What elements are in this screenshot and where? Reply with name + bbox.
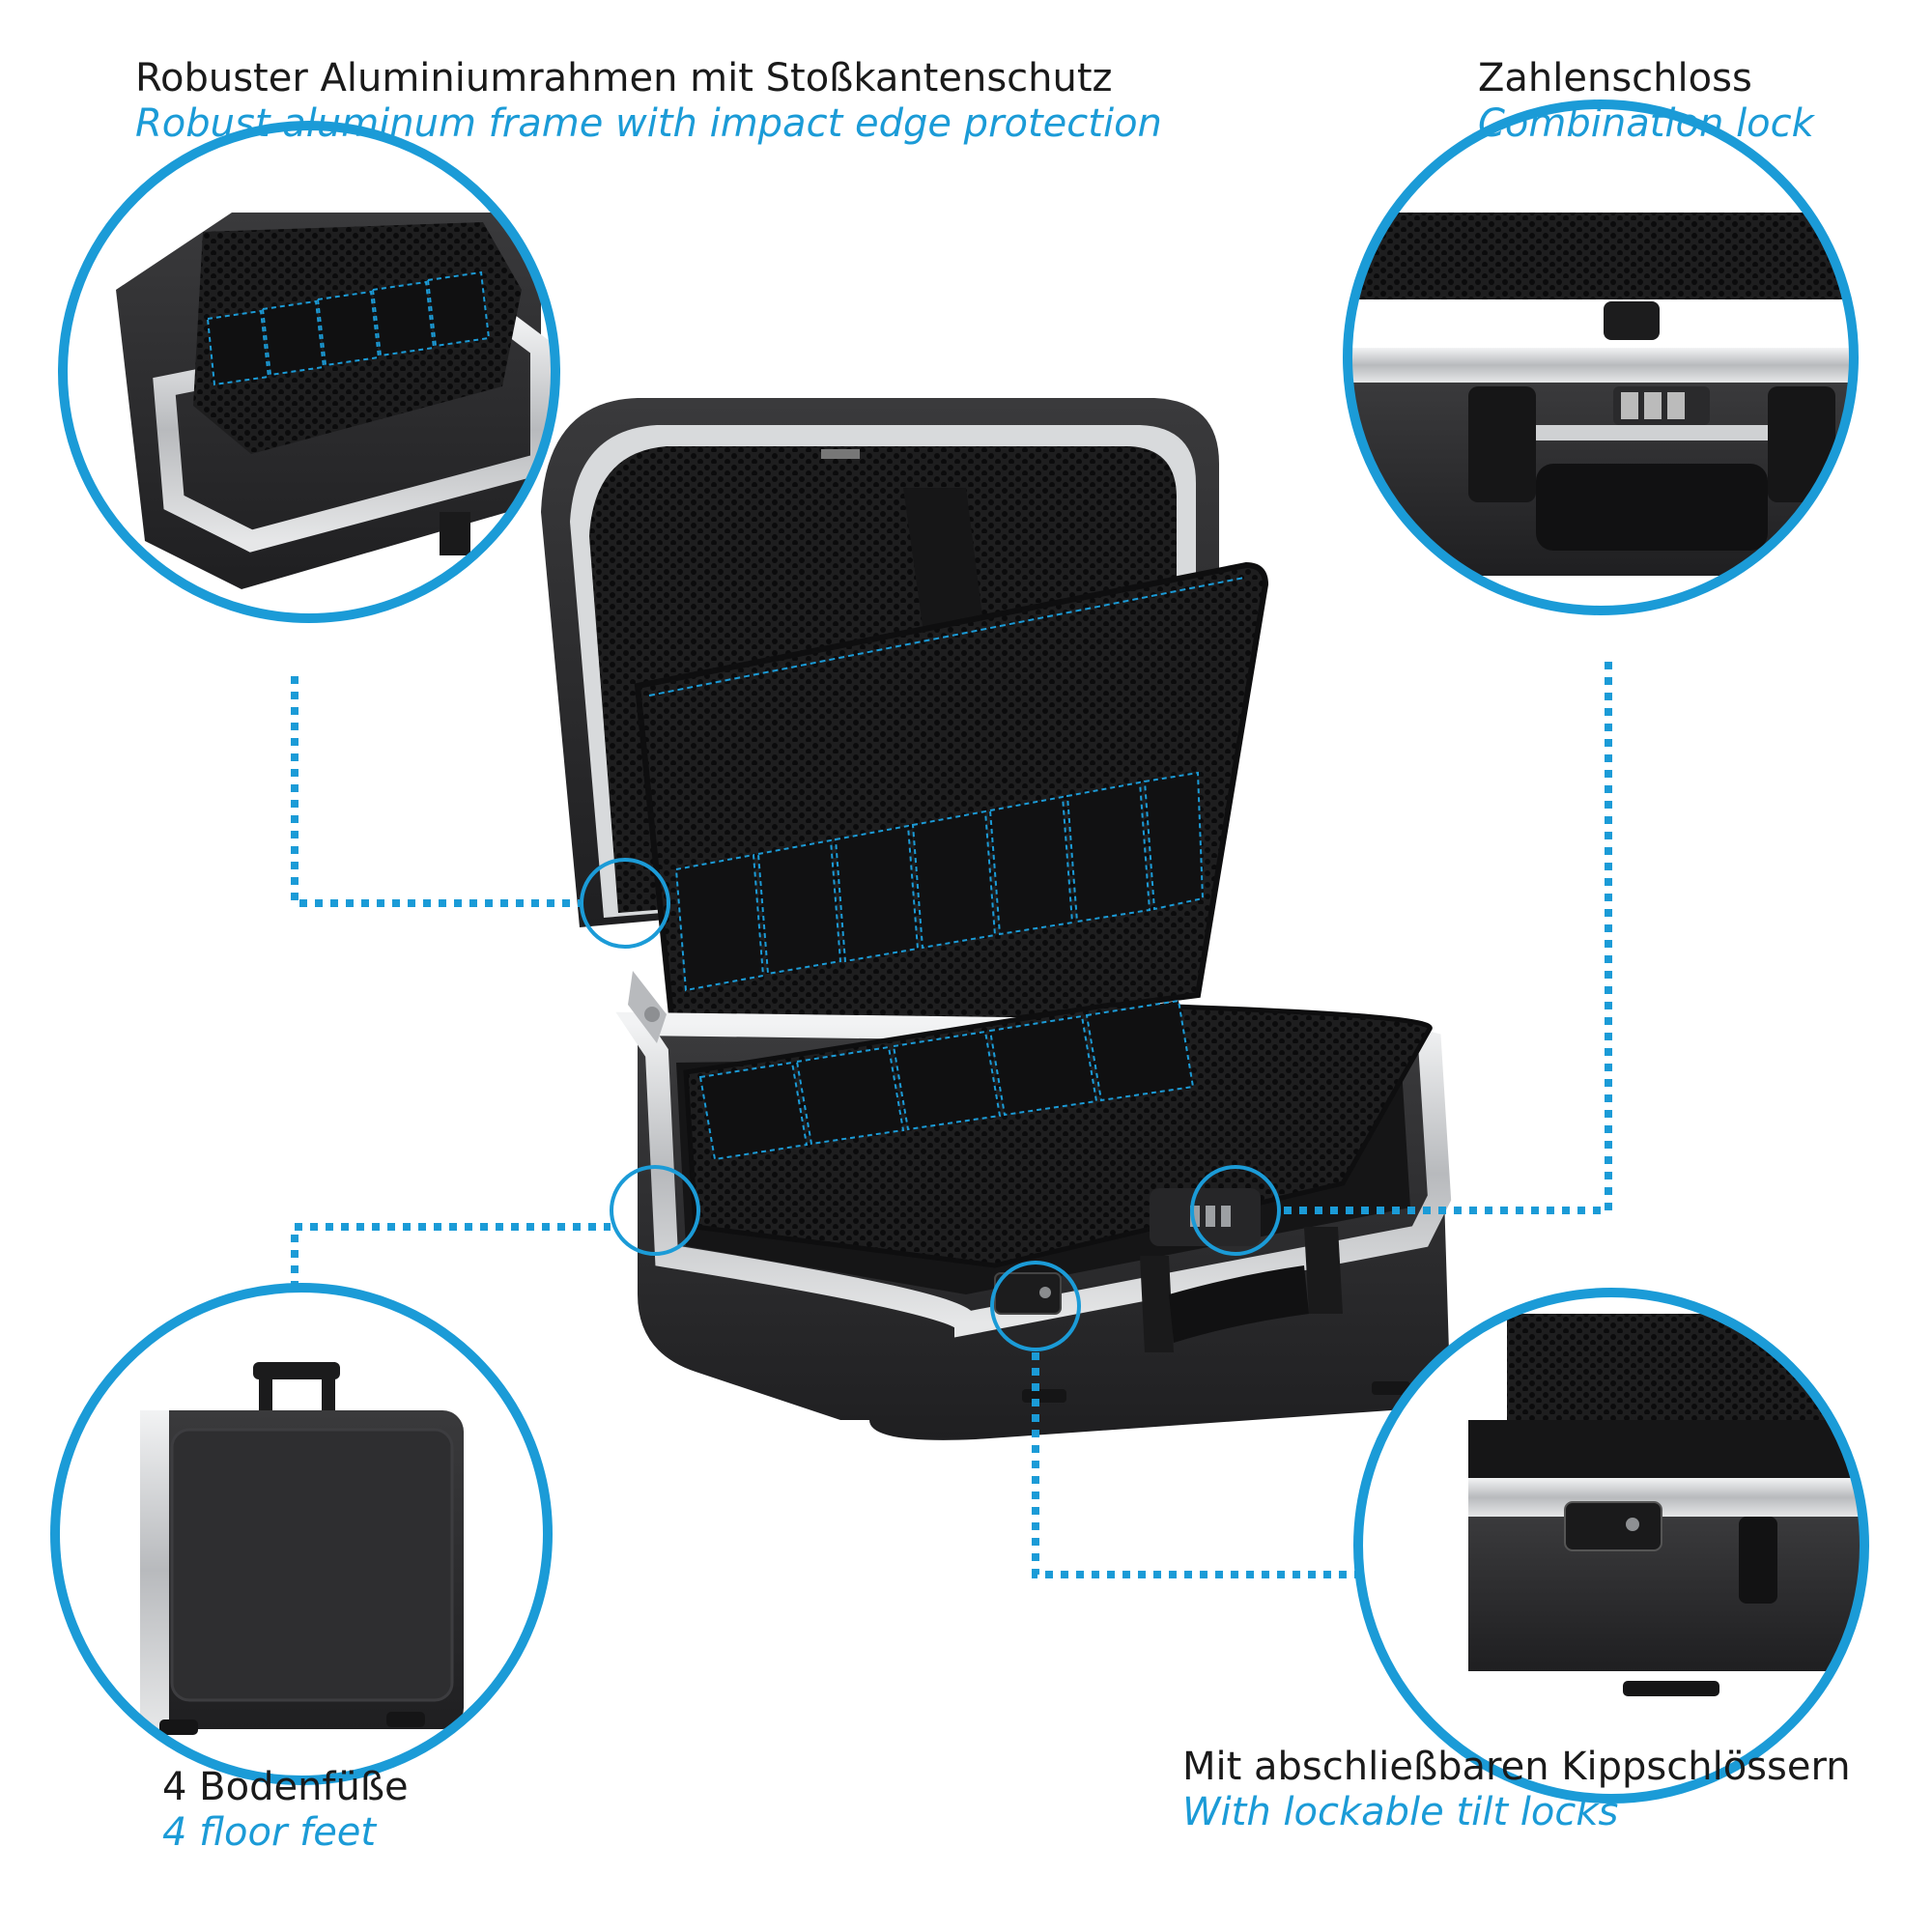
- connector-lock: [1281, 662, 1612, 1214]
- caption-tilt-locks: Mit abschließbaren Kippschlössern With l…: [1182, 1745, 1851, 1835]
- caption-frame-en: Robust aluminum frame with impact edge p…: [135, 101, 1162, 147]
- caption-lock: Zahlenschloss Combination lock: [1478, 56, 1814, 147]
- connector-tilt: [1032, 1352, 1399, 1578]
- caption-tilt-locks-de: Mit abschließbaren Kippschlössern: [1182, 1745, 1851, 1789]
- caption-feet-en: 4 floor feet: [162, 1810, 377, 1856]
- caption-frame: Robuster Aluminiumrahmen mit Stoßkantens…: [135, 56, 1162, 147]
- marker-tilt: [990, 1261, 1081, 1351]
- caption-lock-en: Combination lock: [1478, 101, 1814, 147]
- marker-circles: [580, 858, 1281, 1351]
- marker-frame: [580, 858, 670, 949]
- detail-feet: [50, 1283, 553, 1785]
- connector-frame: [291, 676, 580, 907]
- caption-tilt-locks-en: With lockable tilt locks: [1182, 1790, 1619, 1835]
- marker-lock: [1190, 1165, 1281, 1256]
- detail-tilt: [1353, 1288, 1869, 1804]
- main-case: [541, 398, 1452, 1440]
- connector-feet: [291, 1223, 611, 1304]
- caption-frame-de: Robuster Aluminiumrahmen mit Stoßkantens…: [135, 56, 1113, 100]
- caption-feet: 4 Bodenfüße 4 floor feet: [162, 1765, 409, 1856]
- detail-lock: [1343, 99, 1859, 615]
- connector-lines: [291, 662, 1612, 1578]
- detail-frame: [58, 121, 560, 623]
- caption-feet-de: 4 Bodenfüße: [162, 1765, 409, 1809]
- caption-lock-de: Zahlenschloss: [1478, 56, 1752, 100]
- marker-feet: [610, 1165, 700, 1256]
